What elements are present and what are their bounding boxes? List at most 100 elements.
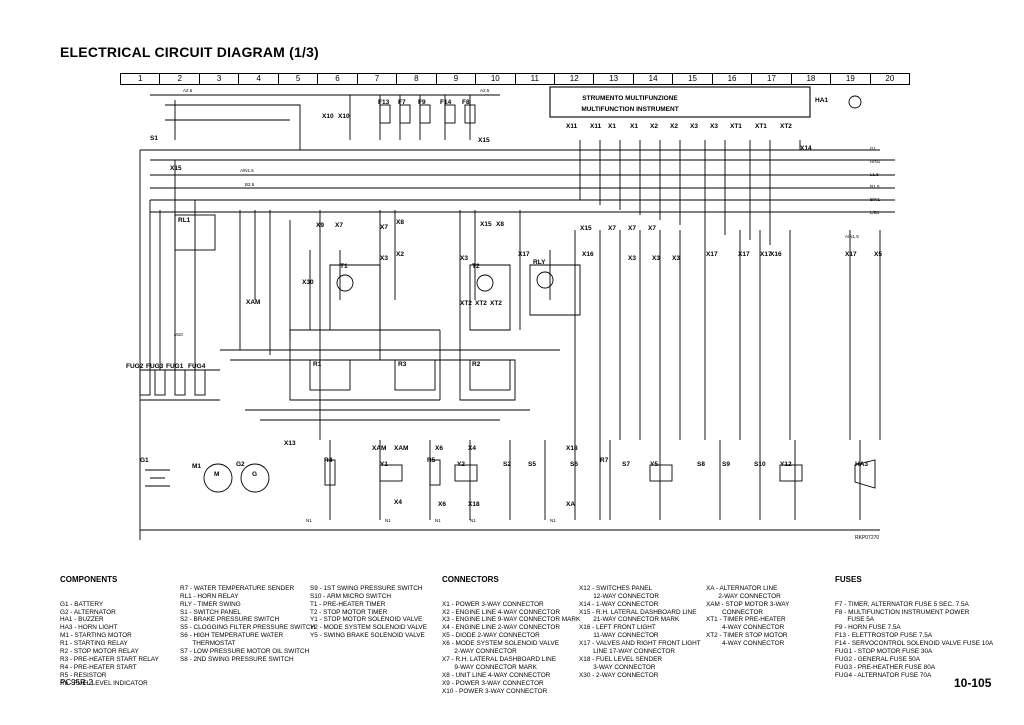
legend-entry: HA3 - HORN LIGHT	[60, 624, 118, 632]
legend-entry: 4-WAY CONNECTOR	[706, 624, 785, 632]
connector-label: X2	[396, 251, 404, 258]
fuses-heading: FUSES	[835, 574, 862, 584]
wire-label: G1	[870, 146, 877, 151]
ruler-cell: 10	[476, 74, 516, 84]
ruler-cell: 18	[792, 74, 832, 84]
legend-entry: S8 - 2ND SWING PRESSURE SWITCH	[180, 655, 294, 663]
component-label: S10	[754, 461, 766, 468]
ruler-cell: 17	[752, 74, 792, 84]
connector-label: X1	[630, 123, 638, 130]
component-label: Y12	[780, 461, 792, 468]
fuse-label: F9	[418, 99, 426, 106]
legend-entry: X9 - POWER 3-WAY CONNECTOR	[442, 679, 544, 687]
fuse-label: F14	[440, 99, 452, 106]
legend-entry: M1 - STARTING MOTOR	[60, 632, 132, 640]
component-label: S5	[528, 461, 536, 468]
connector-label: X3	[628, 255, 636, 262]
legend-entry: FUG2 - GENERAL FUSE 50A	[835, 655, 920, 663]
legend-entry: FUG4 - ALTERNATOR FUSE 70A	[835, 671, 932, 679]
component-label: S1	[150, 135, 158, 142]
ruler-cell: 5	[279, 74, 319, 84]
connector-label: X3	[672, 255, 680, 262]
ruler-cell: 4	[239, 74, 279, 84]
component-label: Y5	[650, 461, 658, 468]
component-label: S9	[722, 461, 730, 468]
connector-label: X30	[302, 279, 314, 286]
connector-label: X8	[396, 219, 404, 226]
ruler-cell: 7	[358, 74, 398, 84]
relay-label: T1	[340, 263, 348, 270]
wire-label: B2.5	[245, 182, 255, 187]
legend-entry: X2 - ENGINE LINE 4-WAY CONNECTOR	[442, 608, 561, 616]
wire-label: A2.5	[183, 88, 193, 93]
connector-label: X6	[438, 501, 446, 508]
connector-label: X10	[322, 113, 334, 120]
legend-entry: S9 - 1ST SWING PRESSURE SWITCH	[310, 584, 423, 592]
legend-entry: S6 - HIGH TEMPERATURE WATER	[180, 632, 284, 640]
connector-label: XT2	[780, 123, 792, 130]
component-label: M	[214, 471, 219, 478]
connector-label: X17	[706, 251, 718, 258]
connector-label: X4	[468, 445, 476, 452]
connector-label: XAM	[372, 445, 386, 452]
connector-label: X4	[394, 499, 402, 506]
legend-entry: 4-WAY CONNECTOR	[706, 640, 785, 648]
connector-label: XT1	[730, 123, 742, 130]
legend-entry: F14 - SERVOCONTROL SOLENOID VALVE FUSE 1…	[835, 640, 994, 648]
legend-entry: X8 - UNIT LINE 4-WAY CONNECTOR	[442, 671, 551, 679]
ruler-cell: 15	[673, 74, 713, 84]
drawing-ref-code: RKP07270	[855, 535, 880, 541]
legend-entry: FUG1 - STOP MOTOR FUSE 30A	[835, 648, 933, 656]
legend-entry: FUSE 5A	[835, 616, 875, 624]
legend-entry: LINE 17-WAY CONNECTOR	[579, 648, 675, 656]
ruler-cell: 19	[831, 74, 871, 84]
legend-entry: X6 - MODE SYSTEM SOLENOID VALVE	[442, 640, 559, 648]
component-label: R4	[324, 457, 333, 464]
relay-label: R3	[398, 361, 407, 368]
component-label: G2	[236, 461, 245, 468]
ruler-cell: 2	[160, 74, 200, 84]
legend-entry: R2 - STOP MOTOR RELAY	[60, 648, 139, 656]
connector-label: X6	[435, 445, 443, 452]
component-label: Y1	[380, 461, 388, 468]
component-label: HA1	[815, 97, 828, 104]
legend-entry: X15 - R.H. LATERAL DASHBOARD LINE	[579, 608, 697, 616]
instrument-label-1: STRUMENTO MULTIFUNZIONE	[582, 95, 678, 102]
legend-entry: 12-WAY CONNECTOR	[579, 592, 660, 600]
legend-entry: 2-WAY CONNECTOR	[706, 592, 781, 600]
legend-entry: X16 - LEFT FRONT LIGHT	[579, 624, 656, 632]
legend-entry: S1 - SWITCH PANEL	[180, 608, 241, 616]
connector-label: X1	[608, 123, 616, 130]
connector-label: X7	[608, 225, 616, 232]
legend-entry: FUG3 - PRE-HEATHER FUSE 80A	[835, 663, 936, 671]
page-number: 10-105	[954, 676, 992, 690]
connector-label: X7	[335, 222, 343, 229]
connector-label: X3	[460, 255, 468, 262]
component-label: S6	[570, 461, 578, 468]
connector-label: X15	[480, 221, 492, 228]
legend-entry: X4 - ENGINE LINE 2-WAY CONNECTOR	[442, 624, 561, 632]
connector-label: X14	[800, 145, 812, 152]
connector-label: X2	[670, 123, 678, 130]
legend-entry: Y1 - STOP MOTOR SOLENOID VALVE	[310, 616, 423, 624]
component-label: R7	[600, 457, 609, 464]
connector-label: X7	[628, 225, 636, 232]
connector-label: X3	[690, 123, 698, 130]
component-label: G	[252, 471, 257, 478]
legend-entry: Y5 - SWING BRAKE SOLENOID VALVE	[310, 632, 425, 640]
wire-label: L1.5	[870, 172, 879, 177]
legend-entry: Y2 - MODE SYSTEM SOLENOID VALVE	[310, 624, 427, 632]
fuse-label: F7	[398, 99, 406, 106]
connector-label: X3	[652, 255, 660, 262]
ruler-cell: 13	[594, 74, 634, 84]
ruler-cell: 9	[437, 74, 477, 84]
ruler-cell: 8	[397, 74, 437, 84]
